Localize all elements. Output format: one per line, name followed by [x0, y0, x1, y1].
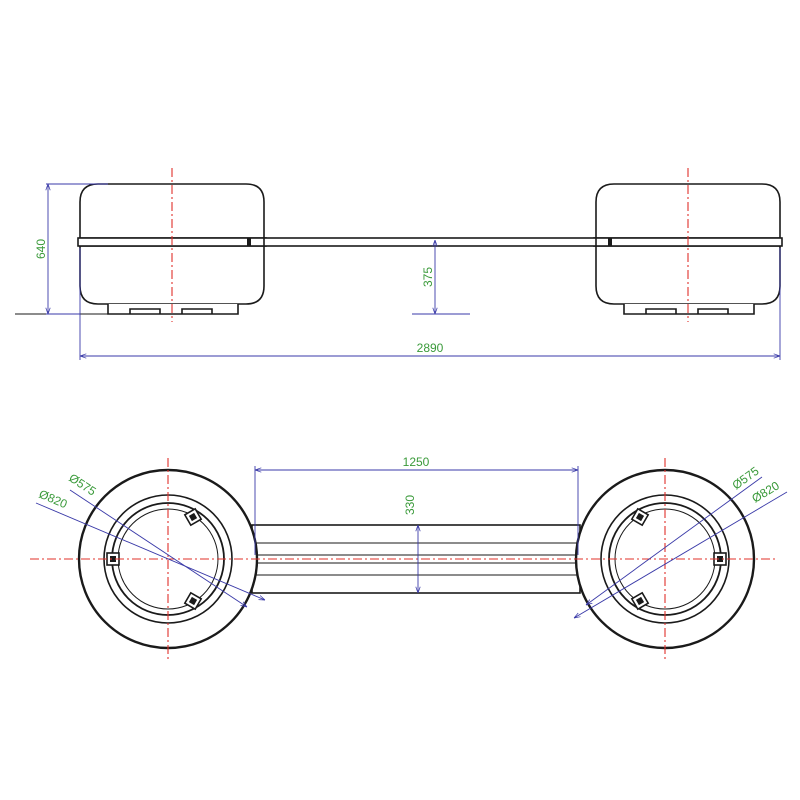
dimension-375: 375	[412, 240, 470, 315]
dimension-640: 640	[34, 183, 108, 315]
dimension-1250: 1250	[254, 455, 579, 555]
right-pod-feet	[623, 304, 755, 315]
left-pod-feet	[107, 304, 239, 315]
right-pod-bracket	[608, 238, 612, 246]
right-pod-clamps	[630, 507, 727, 611]
dimension-640-label: 640	[34, 239, 48, 259]
plan-view: 1250 330 Ø575 Ø820 Ø575 Ø820	[30, 455, 788, 660]
side-elevation-view: 640 375 2890	[15, 168, 783, 360]
left-pod-clamps	[106, 507, 203, 611]
dimension-1250-label: 1250	[403, 455, 430, 469]
left-diameter-820-label: Ø820	[37, 487, 70, 511]
dimension-2890: 2890	[79, 248, 781, 360]
dimension-330: 330	[403, 495, 418, 593]
dimension-2890-label: 2890	[417, 341, 444, 355]
left-pod-bracket	[247, 238, 251, 246]
side-connecting-beam	[263, 237, 597, 247]
left-diameter-575-label: Ø575	[66, 471, 99, 499]
dimension-375-label: 375	[421, 267, 435, 287]
dimension-330-label: 330	[403, 495, 417, 515]
